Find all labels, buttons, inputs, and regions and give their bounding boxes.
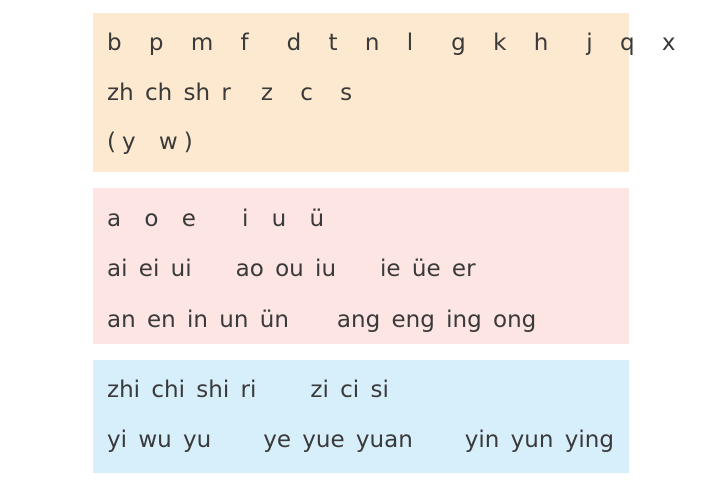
- initials-group-gkh: g k h: [451, 30, 557, 56]
- whole-syllables-row-1: zhi chi shi ri zi ci si: [107, 374, 389, 406]
- initials-group-bpmf: b p m f: [107, 30, 257, 56]
- initials-row-2: zh ch sh r z c s: [107, 77, 360, 109]
- finals-group-simple-1: a o e: [107, 206, 202, 232]
- finals-group-nasal-back: ang eng ing ong: [336, 307, 537, 333]
- initials-group-zcs: z c s: [260, 80, 361, 106]
- whole-group-ye-yue-yuan: ye yue yuan: [263, 427, 413, 453]
- whole-group-yi-wu-yu: yi wu yu: [107, 427, 212, 453]
- initials-group-yw: (y w): [107, 129, 199, 155]
- initials-group-dtnl: d t n l: [286, 30, 422, 56]
- finals-group-simple-2: i u ü: [241, 206, 331, 232]
- initials-row-3: (y w): [107, 126, 199, 158]
- finals-group-nasal-front: an en in un ün: [107, 307, 289, 333]
- whole-syllables-panel: zhi chi shi ri zi ci si yi wu yu ye yue …: [93, 360, 629, 473]
- whole-group-dental: zi ci si: [310, 377, 389, 403]
- whole-group-retroflex: zhi chi shi ri: [107, 377, 257, 403]
- initials-group-zhchshr: zh ch sh r: [107, 80, 231, 106]
- finals-row-1: a o e i u ü: [107, 203, 330, 235]
- finals-row-2: ai ei ui ao ou iu ie üe er: [107, 253, 476, 285]
- finals-panel: a o e i u ü ai ei ui ao ou iu ie üe er a…: [93, 188, 629, 344]
- finals-group-compound-1: ai ei ui: [107, 256, 192, 282]
- initials-panel: b p m f d t n l g k h j q x zh ch sh r z…: [93, 13, 676, 172]
- initials-row-1: b p m f d t n l g k h j q x: [107, 27, 684, 59]
- finals-row-3: an en in un ün ang eng ing ong: [107, 304, 536, 336]
- whole-group-yin-yun-ying: yin yun ying: [464, 427, 614, 453]
- initials-group-jqx: j q x: [586, 30, 684, 56]
- finals-group-compound-3: ie üe er: [380, 256, 476, 282]
- whole-syllables-row-2: yi wu yu ye yue yuan yin yun ying: [107, 424, 614, 456]
- finals-group-compound-2: ao ou iu: [235, 256, 337, 282]
